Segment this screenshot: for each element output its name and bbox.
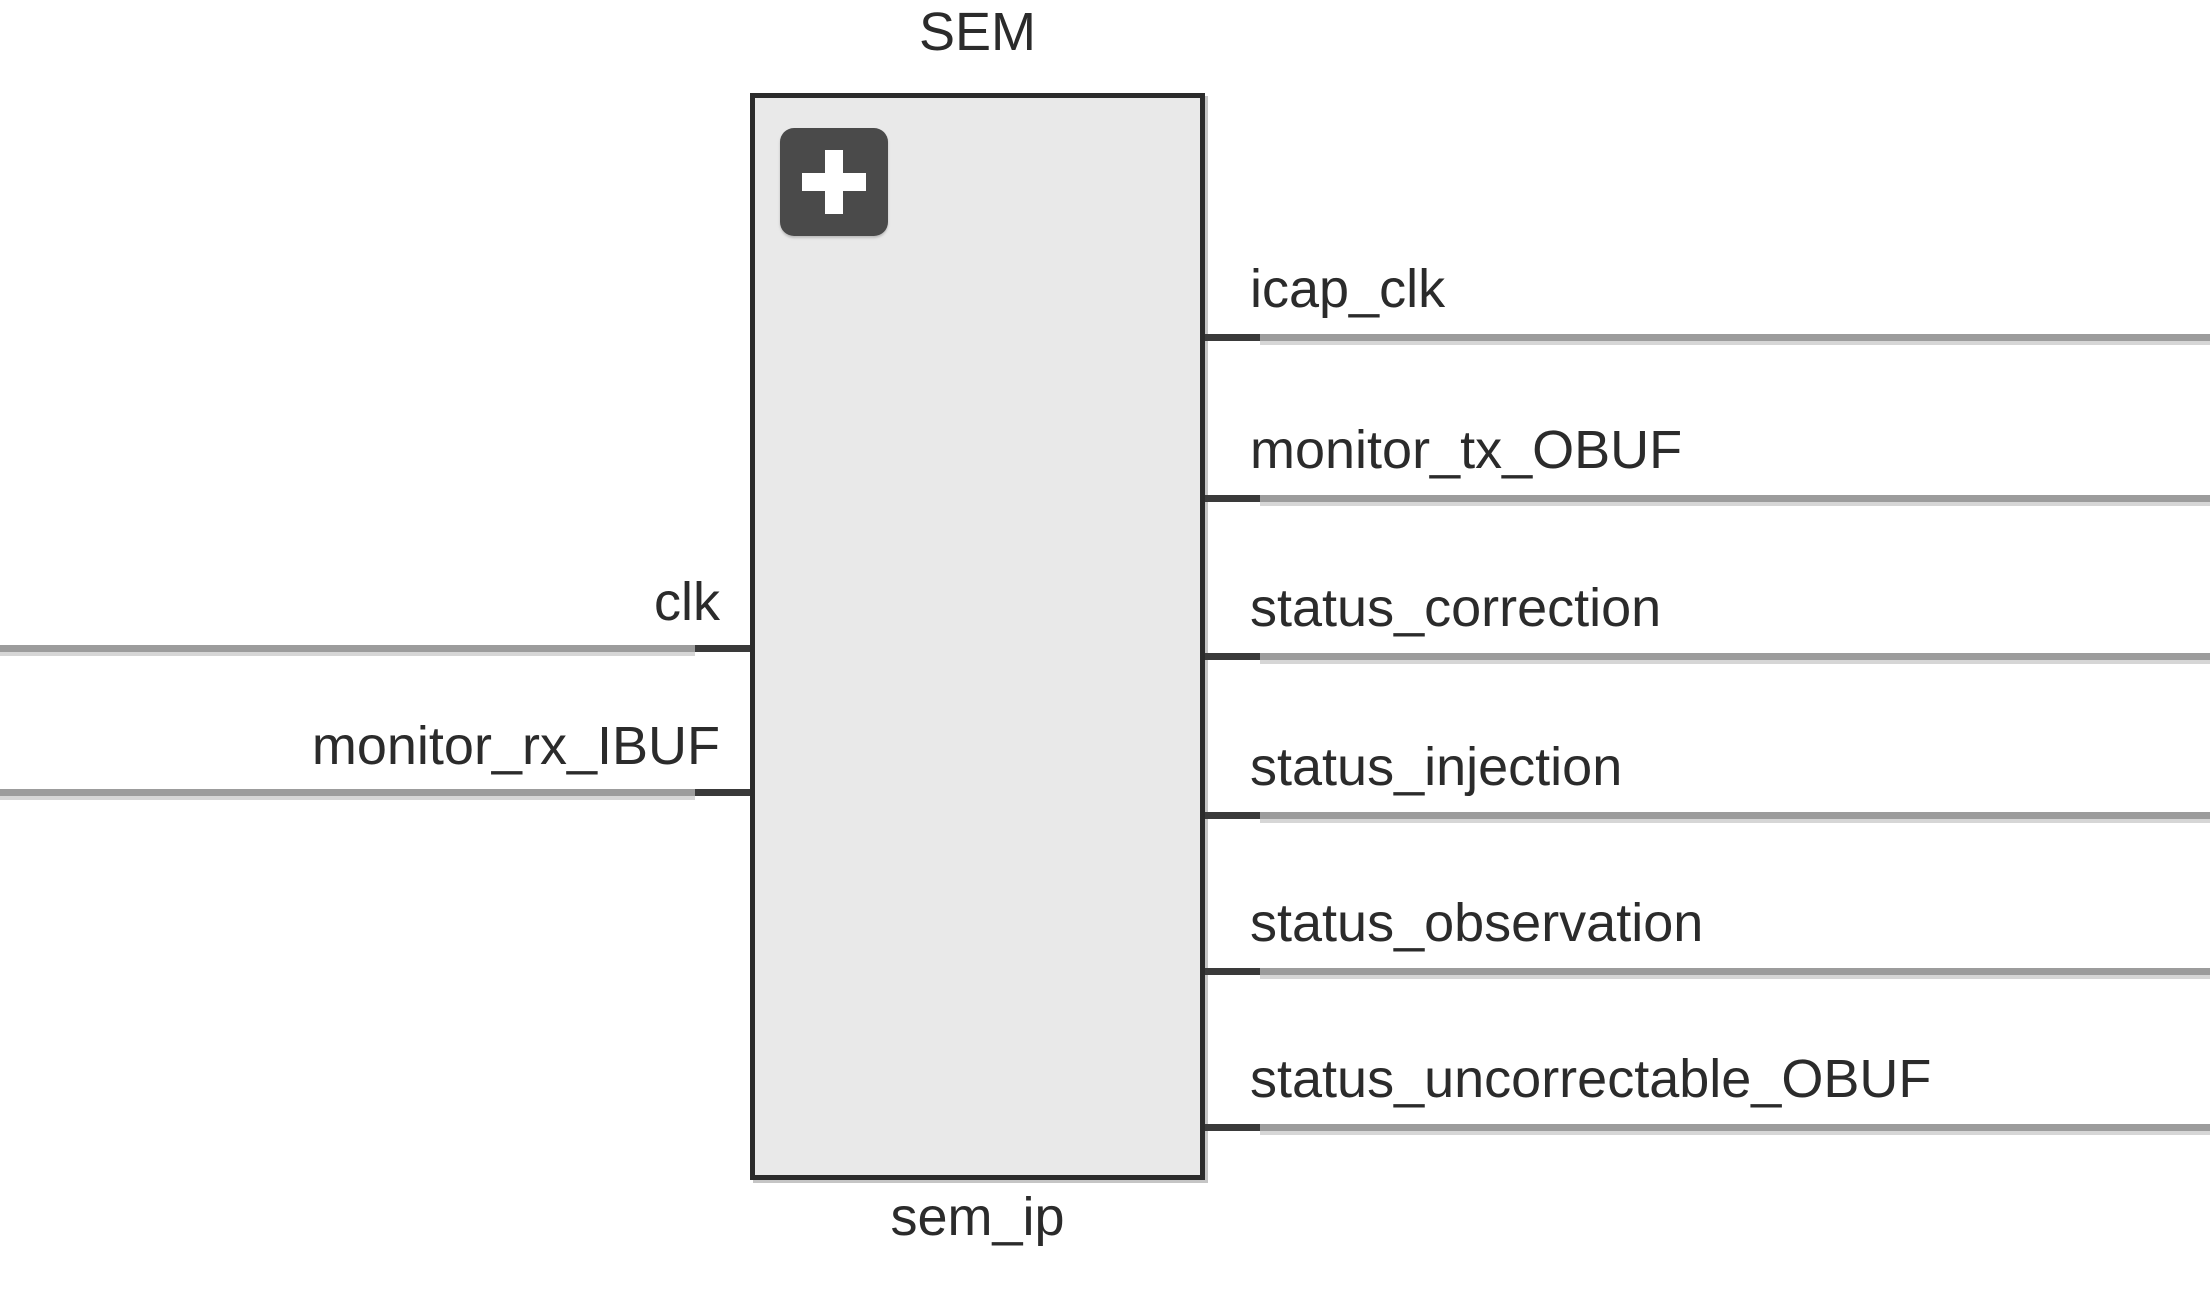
wire-stub (1205, 968, 1260, 975)
sem-block-rectangle[interactable] (750, 93, 1205, 1180)
wire-shadow (1260, 819, 2210, 823)
wire-stub (695, 645, 750, 652)
wire-run (0, 789, 695, 796)
wire-output-status-uncorrectable-obuf[interactable] (1205, 1124, 2210, 1135)
wire-run (1260, 812, 2210, 819)
plus-vertical-bar (825, 150, 843, 214)
wire-output-status-injection[interactable] (1205, 812, 2210, 823)
port-label-monitor-tx-obuf: monitor_tx_OBUF (1250, 420, 1683, 480)
wire-input-monitor-rx-ibuf[interactable] (0, 789, 750, 800)
wire-shadow (1260, 660, 2210, 664)
wire-stub (1205, 653, 1260, 660)
wire-stub (1205, 495, 1260, 502)
wire-stub (1205, 334, 1260, 341)
wire-output-icap-clk[interactable] (1205, 334, 2210, 345)
wire-run (1260, 1124, 2210, 1131)
wire-shadow (1260, 502, 2210, 506)
port-label-monitor-rx-ibuf: monitor_rx_IBUF (311, 716, 720, 776)
expand-plus-icon[interactable] (780, 128, 888, 236)
wire-output-status-observation[interactable] (1205, 968, 2210, 979)
wire-run (0, 645, 695, 652)
port-label-clk: clk (654, 572, 720, 632)
port-label-status-uncorrectable-obuf: status_uncorrectable_OBUF (1250, 1049, 1932, 1109)
wire-run (1260, 495, 2210, 502)
port-label-status-correction: status_correction (1250, 578, 1662, 638)
wire-input-clk[interactable] (0, 645, 750, 656)
wire-run (1260, 653, 2210, 660)
wire-stub (1205, 812, 1260, 819)
wire-shadow (1260, 1131, 2210, 1135)
wire-run (1260, 334, 2210, 341)
port-label-status-observation: status_observation (1250, 893, 1704, 953)
wire-output-monitor-tx-obuf[interactable] (1205, 495, 2210, 506)
wire-output-status-correction[interactable] (1205, 653, 2210, 664)
wire-run (1260, 968, 2210, 975)
wire-stub (695, 789, 750, 796)
port-label-icap-clk: icap_clk (1250, 259, 1446, 319)
wire-shadow (0, 796, 695, 800)
wire-stub (1205, 1124, 1260, 1131)
wire-shadow (1260, 341, 2210, 345)
block-title: SEM (918, 2, 1037, 62)
wire-shadow (0, 652, 695, 656)
port-label-status-injection: status_injection (1250, 737, 1623, 797)
block-instance-name: sem_ip (890, 1187, 1065, 1247)
wire-shadow (1260, 975, 2210, 979)
